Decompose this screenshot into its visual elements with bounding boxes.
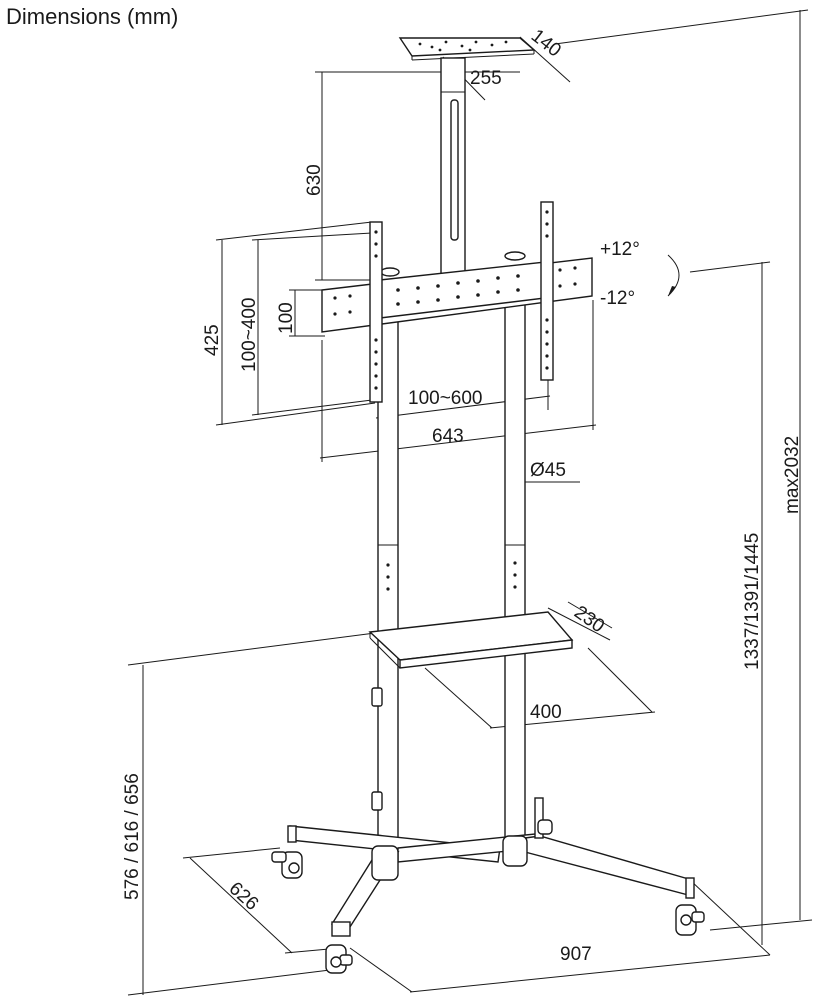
diagram-title: Dimensions (mm) (6, 4, 179, 29)
label-shelf-height: 576 / 616 / 656 (122, 773, 143, 900)
label-bracket-height: 425 (202, 324, 223, 356)
right-pole (504, 299, 526, 856)
base-frame (287, 797, 695, 937)
label-mount-height: 1337/1391/1445 (742, 533, 763, 670)
label-max-height: max2032 (782, 436, 803, 514)
label-tilt-down: -12° (600, 288, 635, 309)
castor-wheel-front-right (675, 904, 705, 936)
label-vesa-vertical: 100~400 (239, 298, 260, 373)
right-vesa-bracket (540, 201, 554, 381)
label-shelf-width: 400 (530, 702, 562, 723)
castor-wheel-rear-right (537, 819, 553, 835)
label-base-depth: 626 (225, 878, 263, 915)
top-device-plate (398, 37, 536, 61)
label-vesa-horizontal: 100~600 (408, 388, 483, 409)
label-top-pole-height: 630 (304, 164, 325, 196)
label-bracket-width: 643 (432, 426, 464, 447)
castor-wheel-rear-left (271, 851, 303, 879)
left-vesa-bracket (369, 221, 383, 403)
label-top-plate-depth: 140 (527, 25, 565, 61)
castor-wheels (271, 819, 705, 974)
label-tilt-up: +12° (600, 239, 640, 260)
label-base-width: 907 (560, 944, 592, 965)
label-pole-diameter: Ø45 (530, 460, 566, 481)
label-rail-height: 100 (276, 302, 297, 334)
label-top-plate-width: 255 (470, 68, 502, 89)
ceiling-pole (440, 57, 466, 277)
castor-wheel-front-left (325, 944, 353, 974)
mounting-rail (321, 251, 593, 333)
shelf (368, 611, 574, 811)
